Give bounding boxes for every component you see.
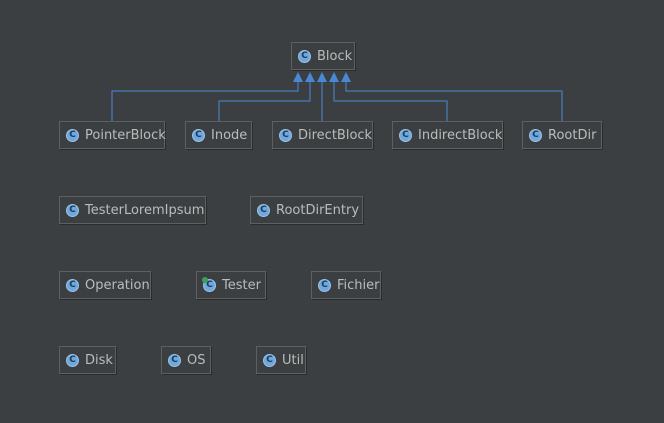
arrowhead-icon <box>305 72 315 82</box>
class-name: Operation <box>85 277 150 293</box>
class-icon: C <box>279 128 292 142</box>
class-icon: C <box>529 128 542 142</box>
class-icon: C <box>298 49 311 63</box>
class-node-directblock[interactable]: C DirectBlock <box>272 121 373 149</box>
class-icon: C <box>66 203 79 217</box>
class-icon: C <box>399 128 412 142</box>
edge-indirectblock-block <box>329 72 448 121</box>
arrowhead-icon <box>293 72 303 82</box>
class-icon: C <box>66 353 79 367</box>
class-name: Block <box>317 48 353 64</box>
class-node-rootdirentry[interactable]: C RootDirEntry <box>250 196 363 224</box>
class-node-indirectblock[interactable]: C IndirectBlock <box>392 121 503 149</box>
class-node-block[interactable]: C Block <box>291 42 355 70</box>
class-icon: C <box>318 278 331 292</box>
class-node-tester[interactable]: C Tester <box>196 271 266 299</box>
class-node-util[interactable]: C Util <box>256 346 306 374</box>
class-name: OS <box>187 352 206 368</box>
class-name: RootDirEntry <box>276 202 360 218</box>
class-node-disk[interactable]: C Disk <box>59 346 116 374</box>
class-node-fichier[interactable]: C Fichier <box>311 271 381 299</box>
class-icon: C <box>66 128 79 142</box>
class-node-inode[interactable]: C Inode <box>185 121 252 149</box>
class-name: IndirectBlock <box>418 127 503 143</box>
class-name: PointerBlock <box>85 127 166 143</box>
arrowhead-icon <box>341 72 351 82</box>
class-icon: C <box>263 353 276 367</box>
edge-directblock-block <box>317 72 327 121</box>
main-method-marker-icon <box>202 276 208 283</box>
class-node-operation[interactable]: C Operation <box>59 271 151 299</box>
edge-pointerblock-block <box>111 72 303 121</box>
class-name: Tester <box>222 277 261 293</box>
class-icon: C <box>192 128 205 142</box>
class-name: Util <box>282 352 304 368</box>
arrowhead-icon <box>317 72 327 82</box>
class-name: Fichier <box>337 277 380 293</box>
class-name: RootDir <box>548 127 597 143</box>
class-node-pointerblock[interactable]: C PointerBlock <box>59 121 166 149</box>
arrowhead-icon <box>329 72 339 82</box>
class-name: Disk <box>85 352 113 368</box>
class-node-os[interactable]: C OS <box>161 346 211 374</box>
class-icon: C <box>168 353 181 367</box>
class-node-rootdir[interactable]: C RootDir <box>522 121 602 149</box>
class-name: Inode <box>211 127 248 143</box>
class-name: DirectBlock <box>298 127 373 143</box>
edge-inode-block <box>218 72 315 121</box>
class-node-testerloremipsum[interactable]: C TesterLoremIpsum <box>59 196 206 224</box>
class-main-icon: C <box>202 276 216 292</box>
class-icon: C <box>66 278 79 292</box>
class-name: TesterLoremIpsum <box>85 202 205 218</box>
class-icon: C <box>257 203 270 217</box>
edge-rootdir-block <box>341 72 563 121</box>
